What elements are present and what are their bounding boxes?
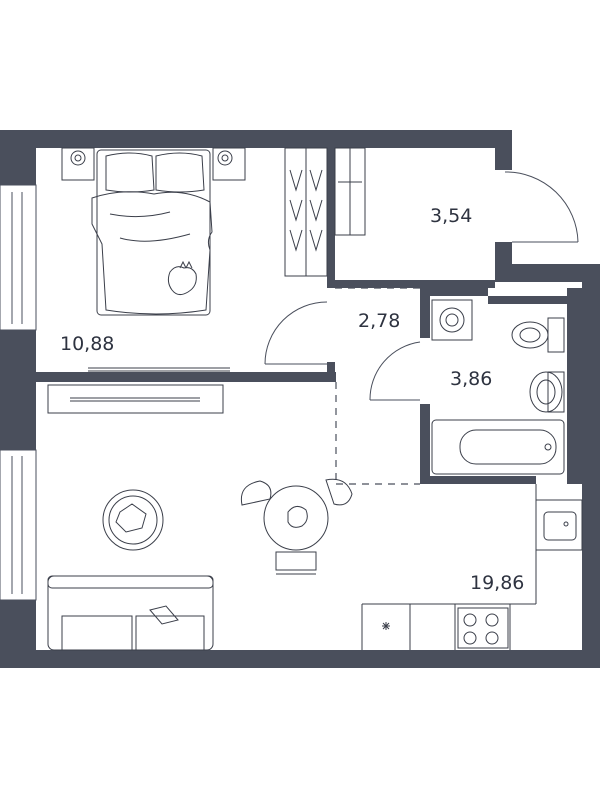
area-label-living-kitchen: 19,86 <box>470 572 524 594</box>
area-labels: 10,88 3,54 2,78 3,86 19,86 <box>60 205 524 594</box>
area-label-corridor: 2,78 <box>358 310 400 332</box>
bedroom-furniture <box>61 147 328 372</box>
hall-furniture <box>334 147 366 236</box>
windows <box>0 184 37 601</box>
area-label-hall: 3,54 <box>430 205 472 227</box>
area-label-bathroom: 3,86 <box>450 368 492 390</box>
area-label-bedroom: 10,88 <box>60 333 114 355</box>
doors <box>264 171 579 401</box>
zone-boundaries <box>335 287 420 485</box>
bathroom-fixtures <box>431 299 565 475</box>
walls <box>0 130 600 668</box>
living-furniture <box>47 384 583 651</box>
